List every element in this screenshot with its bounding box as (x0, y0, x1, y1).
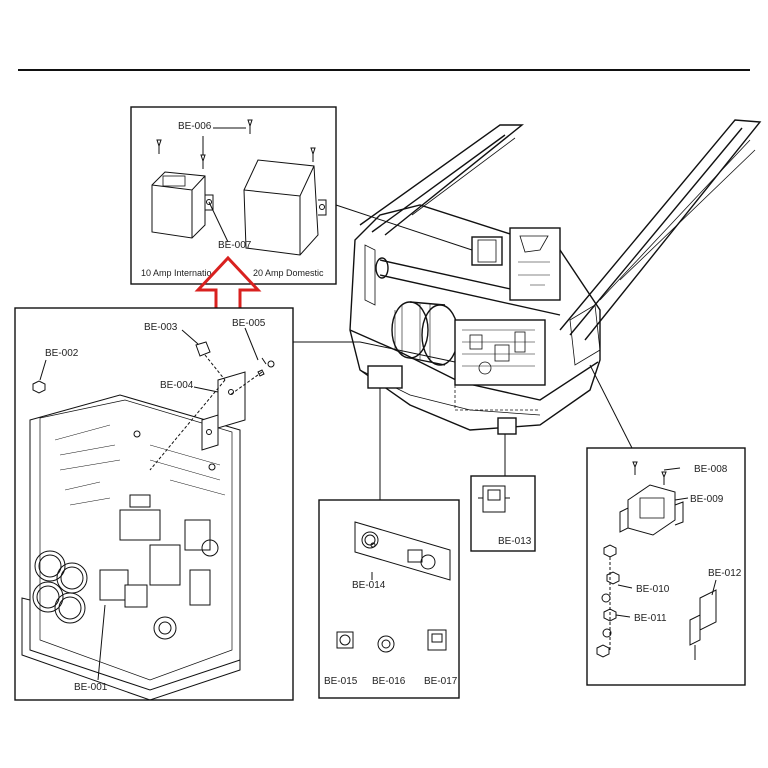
treadmill-frame (349, 119, 762, 435)
power-inset: BE-008 BE-009 BE-010 BE-011 BE-012 (586, 447, 746, 686)
switch-inset-be013: BE-013 (470, 475, 536, 552)
callout-be016: BE-016 (372, 676, 406, 687)
caption-filter-20a: 20 Amp Domestic (253, 268, 324, 278)
control-board-inset: BE-002 BE-003 BE-005 BE-004 BE-001 (14, 307, 294, 701)
callout-be005: BE-005 (232, 318, 266, 329)
line-filter-inset: BE-006 BE-007 10 Amp Internatio 20 Amp D… (130, 106, 337, 285)
callout-be015: BE-015 (324, 676, 358, 687)
callout-be001: BE-001 (74, 682, 108, 693)
callout-be004: BE-004 (160, 380, 194, 391)
callout-be006: BE-006 (178, 121, 212, 132)
leader-power-to-frame (589, 364, 633, 449)
callout-be007: BE-007 (218, 240, 252, 251)
callout-be013: BE-013 (498, 536, 532, 547)
callout-be003: BE-003 (144, 322, 178, 333)
leader-filter-to-frame (335, 204, 473, 251)
callout-be011: BE-011 (634, 613, 667, 624)
callout-be014: BE-014 (352, 580, 386, 591)
leader-board-to-frame (293, 341, 456, 363)
callout-be010: BE-010 (636, 584, 670, 595)
callout-be012: BE-012 (708, 568, 742, 579)
callout-be017: BE-017 (424, 676, 458, 687)
callout-be008: BE-008 (694, 464, 728, 475)
callout-be002: BE-002 (45, 348, 79, 359)
panel-inset: BE-014 BE-015 BE-016 BE-017 (318, 499, 460, 699)
caption-filter-10a: 10 Amp Internatio (141, 268, 212, 278)
callout-be009: BE-009 (690, 494, 724, 505)
